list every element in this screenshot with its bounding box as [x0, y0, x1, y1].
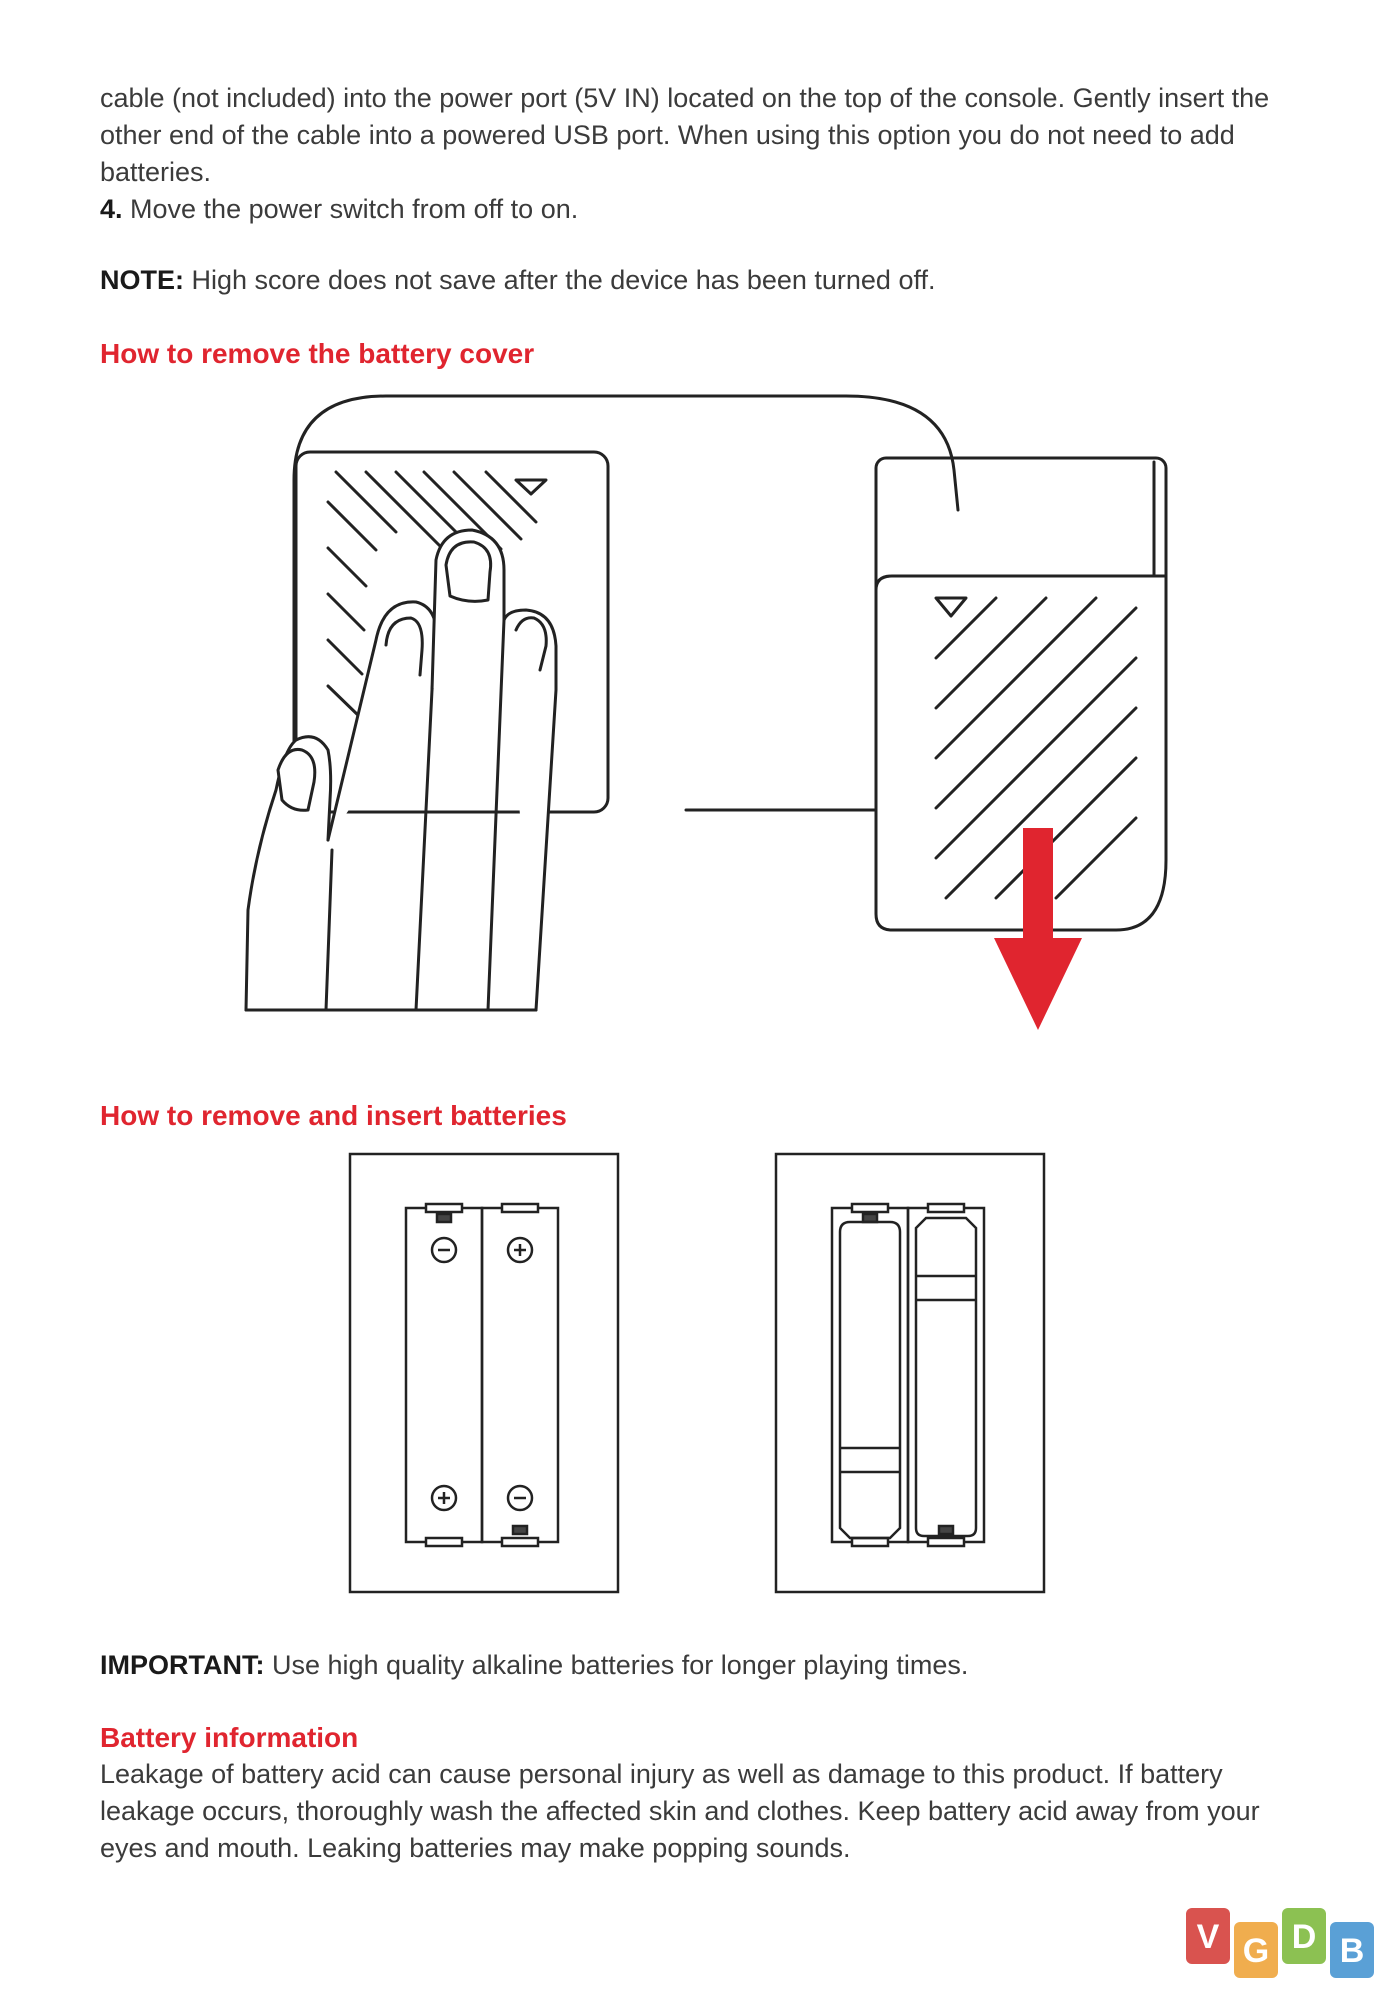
- left-cover-arrow-icon: [514, 478, 548, 496]
- watermark-tile: [1186, 1908, 1230, 1964]
- step-text: Move the power switch from off to on.: [122, 194, 579, 224]
- battery-slot-left: [830, 1206, 910, 1544]
- batteries-section-heading: How to remove and insert batteries: [100, 1100, 567, 1131]
- battery-info-heading: Battery information: [100, 1722, 359, 1753]
- right-battery-cover: [874, 574, 1168, 932]
- intro-text: cable (not included) into the power port…: [100, 83, 1270, 187]
- right-cover-arrow-icon: [934, 596, 968, 618]
- battery-slot-right: [906, 1206, 986, 1544]
- battery-right: [914, 1216, 978, 1538]
- watermark-letter: G: [1243, 1932, 1269, 1970]
- important: IMPORTANT: Use high quality alkaline bat…: [100, 1647, 1280, 1684]
- battery-slot-right: [480, 1206, 560, 1544]
- step-4: 4. Move the power switch from off to on.: [100, 191, 1280, 228]
- battery-slot-left: [404, 1206, 484, 1544]
- watermark-letter: V: [1197, 1918, 1220, 1956]
- plus-icon: [430, 1484, 458, 1512]
- empty-battery-compartment: [348, 1152, 620, 1594]
- compartment-frame: [348, 1152, 620, 1594]
- hand-icon: [244, 528, 558, 1012]
- battery-info-section: Battery information Leakage of battery a…: [100, 1720, 1280, 1867]
- step-number: 4.: [100, 194, 123, 224]
- watermark-tile: [1330, 1922, 1374, 1978]
- watermark-tile: [1234, 1922, 1278, 1978]
- console-outline: [292, 394, 960, 812]
- watermark-letter: D: [1292, 1918, 1317, 1956]
- intro-section: cable (not included) into the power port…: [100, 80, 1280, 228]
- cover-section-heading-wrap: How to remove the battery cover: [100, 336, 1280, 372]
- batteries-section-heading-wrap: How to remove and insert batteries: [100, 1098, 1280, 1134]
- compartment-frame: [774, 1152, 1046, 1594]
- battery-info-text: Leakage of battery acid can cause person…: [100, 1759, 1260, 1863]
- right-cover-hatching: [934, 596, 1138, 900]
- battery-cover-illustration: [244, 394, 1168, 1030]
- slide-down-arrow-icon: [994, 828, 1082, 1030]
- note-label: NOTE:: [100, 265, 184, 295]
- important-text: Use high quality alkaline batteries for …: [264, 1650, 969, 1680]
- watermark-letter: B: [1340, 1932, 1365, 1970]
- important-label: IMPORTANT:: [100, 1650, 265, 1680]
- note: NOTE: High score does not save after the…: [100, 262, 1280, 299]
- left-battery-cover: [294, 450, 610, 814]
- cover-section-heading: How to remove the battery cover: [100, 338, 535, 369]
- minus-icon: [430, 1236, 458, 1264]
- plus-icon: [506, 1236, 534, 1264]
- watermark-tile: [1282, 1908, 1326, 1964]
- note-text: High score does not save after the devic…: [184, 265, 936, 295]
- filled-battery-compartment: [774, 1152, 1046, 1594]
- minus-icon: [506, 1484, 534, 1512]
- battery-left: [838, 1220, 902, 1540]
